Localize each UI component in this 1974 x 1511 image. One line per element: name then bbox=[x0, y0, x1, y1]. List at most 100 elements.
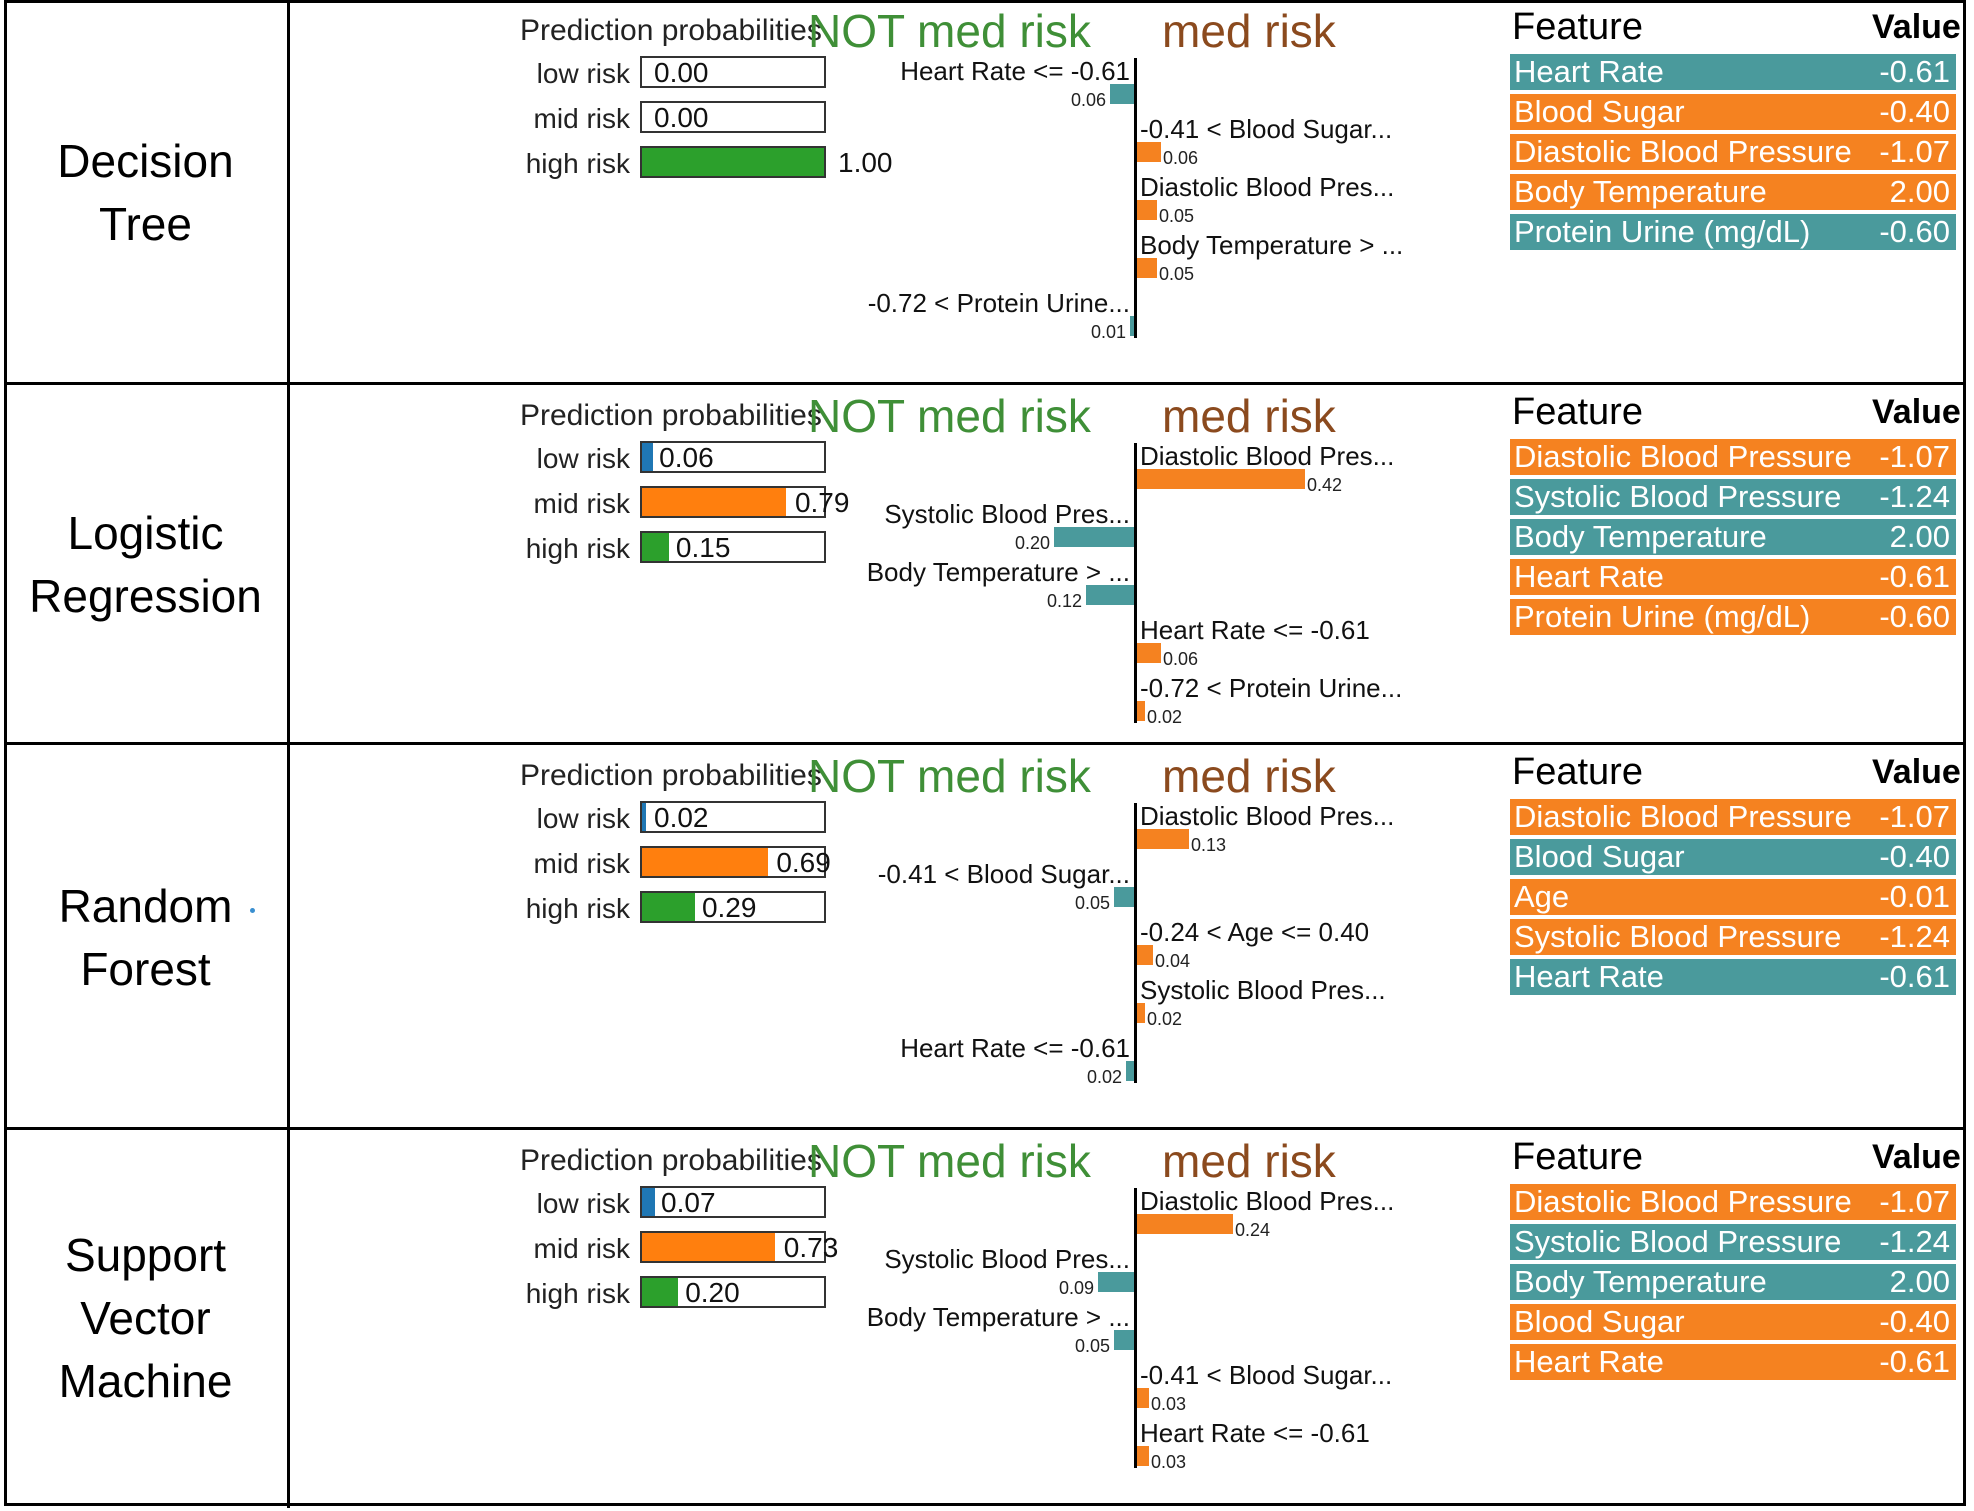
contribution-bar bbox=[1130, 316, 1134, 336]
contribution-weight: 0.05 bbox=[1159, 206, 1195, 226]
probabilities-title: Prediction probabilities bbox=[520, 14, 822, 47]
feature-value: -0.40 bbox=[1879, 839, 1950, 874]
feature-row: Heart Rate-0.61 bbox=[1510, 54, 1956, 90]
probability-label: low risk bbox=[536, 1188, 630, 1219]
model-name-line: Machine bbox=[58, 1354, 233, 1407]
feature-row: Blood Sugar-0.40 bbox=[1510, 94, 1956, 130]
feature-value: -0.60 bbox=[1879, 599, 1950, 634]
feature-row: Blood Sugar -0.40 bbox=[1510, 839, 1956, 875]
contribution-weight: 0.13 bbox=[1191, 835, 1227, 855]
contribution-bar bbox=[1137, 1003, 1145, 1023]
explanation-axis bbox=[1134, 58, 1137, 338]
feature-row: Protein Urine (mg/dL) -0.60 bbox=[1510, 599, 1956, 635]
probability-bar bbox=[642, 443, 653, 471]
feature-value: 2.00 bbox=[1889, 519, 1950, 554]
probability-bar bbox=[642, 1188, 655, 1216]
feature-value: -1.24 bbox=[1879, 1224, 1950, 1259]
feature-name: Age bbox=[1514, 879, 1570, 914]
probability-label: mid risk bbox=[533, 103, 630, 134]
probability-bar bbox=[642, 488, 786, 516]
stray-dot bbox=[250, 908, 255, 913]
contribution-weight: 0.09 bbox=[1058, 1278, 1094, 1298]
feature-row: Systolic Blood Pressure -1.24 bbox=[1510, 1224, 1956, 1260]
contribution-bar bbox=[1137, 829, 1189, 849]
contribution-weight: 0.12 bbox=[1046, 591, 1082, 611]
model-name-line: Logistic bbox=[67, 507, 224, 559]
contribution-bar bbox=[1137, 1446, 1149, 1466]
contribution-weight: 0.03 bbox=[1151, 1452, 1187, 1472]
feature-name: Systolic Blood Pressure bbox=[1514, 479, 1842, 514]
probability-value: 0.69 bbox=[776, 847, 831, 878]
contribution-label: Heart Rate <= -0.61 bbox=[1140, 1418, 1370, 1448]
probability-value: 0.73 bbox=[783, 1232, 839, 1263]
feature-value: -1.24 bbox=[1879, 479, 1950, 514]
contribution-label: -0.41 < Blood Sugar... bbox=[1140, 1360, 1393, 1390]
contribution-label: -0.24 < Age <= 0.40 bbox=[1140, 917, 1370, 947]
feature-name: Body Temperature bbox=[1514, 174, 1767, 209]
probability-label: mid risk bbox=[533, 1233, 630, 1264]
contribution-label: Systolic Blood Pres... bbox=[884, 499, 1130, 529]
probability-bar-track bbox=[640, 1231, 826, 1263]
contribution-weight: 0.06 bbox=[1070, 90, 1106, 110]
probability-label: high risk bbox=[525, 1278, 630, 1309]
probability-bar-track bbox=[640, 531, 826, 563]
class-negative-label: NOT med risk bbox=[808, 390, 1091, 442]
contribution-label: Body Temperature > ... bbox=[866, 557, 1130, 587]
probability-bar-track bbox=[640, 801, 826, 833]
probability-label: high risk bbox=[525, 148, 630, 179]
feature-header: Feature bbox=[1512, 391, 1643, 433]
probabilities-title: Prediction probabilities bbox=[520, 399, 822, 432]
feature-name: Body Temperature bbox=[1514, 1264, 1767, 1299]
contribution-bar bbox=[1137, 701, 1145, 721]
probability-bar-track bbox=[640, 846, 826, 878]
probability-bar bbox=[642, 848, 768, 876]
class-positive-label: med risk bbox=[1162, 1135, 1336, 1187]
contribution-weight: 0.06 bbox=[1163, 649, 1199, 669]
model-name-line: Forest bbox=[80, 942, 211, 995]
feature-row: Diastolic Blood Pressure -1.07 bbox=[1510, 1184, 1956, 1220]
feature-name: Body Temperature bbox=[1514, 519, 1767, 554]
feature-name: Blood Sugar bbox=[1514, 839, 1685, 874]
feature-name: Systolic Blood Pressure bbox=[1514, 1224, 1842, 1259]
contribution-label: Systolic Blood Pres... bbox=[1140, 975, 1386, 1005]
contribution-weight: 0.02 bbox=[1147, 707, 1183, 727]
feature-value: -0.60 bbox=[1879, 214, 1950, 249]
contribution-weight: 0.04 bbox=[1155, 951, 1191, 971]
value-header: Value bbox=[1872, 8, 1961, 46]
feature-value: -0.61 bbox=[1879, 54, 1950, 89]
column-divider bbox=[287, 0, 290, 1508]
contribution-bar bbox=[1137, 258, 1157, 278]
feature-value: 2.00 bbox=[1889, 174, 1950, 209]
probability-label: low risk bbox=[536, 58, 630, 89]
contribution-label: Diastolic Blood Pres... bbox=[1140, 801, 1395, 831]
model-name-line: Random bbox=[58, 879, 233, 932]
probability-value: 0.79 bbox=[794, 487, 850, 518]
feature-row: Heart Rate-0.61 bbox=[1510, 559, 1956, 595]
probability-bar bbox=[642, 533, 670, 561]
contribution-weight: 0.05 bbox=[1159, 264, 1195, 284]
feature-name: Diastolic Blood Pressure bbox=[1514, 799, 1852, 834]
feature-name: Diastolic Blood Pressure bbox=[1514, 439, 1852, 474]
row-separator bbox=[4, 1130, 1966, 1506]
contribution-weight: 0.20 bbox=[1014, 533, 1050, 553]
contribution-bar bbox=[1137, 142, 1161, 162]
explanation-axis bbox=[1134, 443, 1137, 723]
feature-value: -1.07 bbox=[1879, 1184, 1950, 1219]
probability-label: low risk bbox=[536, 443, 630, 474]
feature-name: Diastolic Blood Pressure bbox=[1514, 1184, 1852, 1219]
feature-name: Protein Urine (mg/dL) bbox=[1514, 599, 1811, 634]
contribution-label: Diastolic Blood Pres... bbox=[1140, 172, 1395, 202]
feature-value: -1.07 bbox=[1879, 134, 1950, 169]
row-separator bbox=[4, 385, 1966, 745]
probability-value: 0.20 bbox=[685, 1277, 740, 1308]
value-header: Value bbox=[1872, 1138, 1961, 1176]
probability-bar-track bbox=[640, 1186, 826, 1218]
contribution-label: Body Temperature > ... bbox=[1140, 230, 1404, 260]
